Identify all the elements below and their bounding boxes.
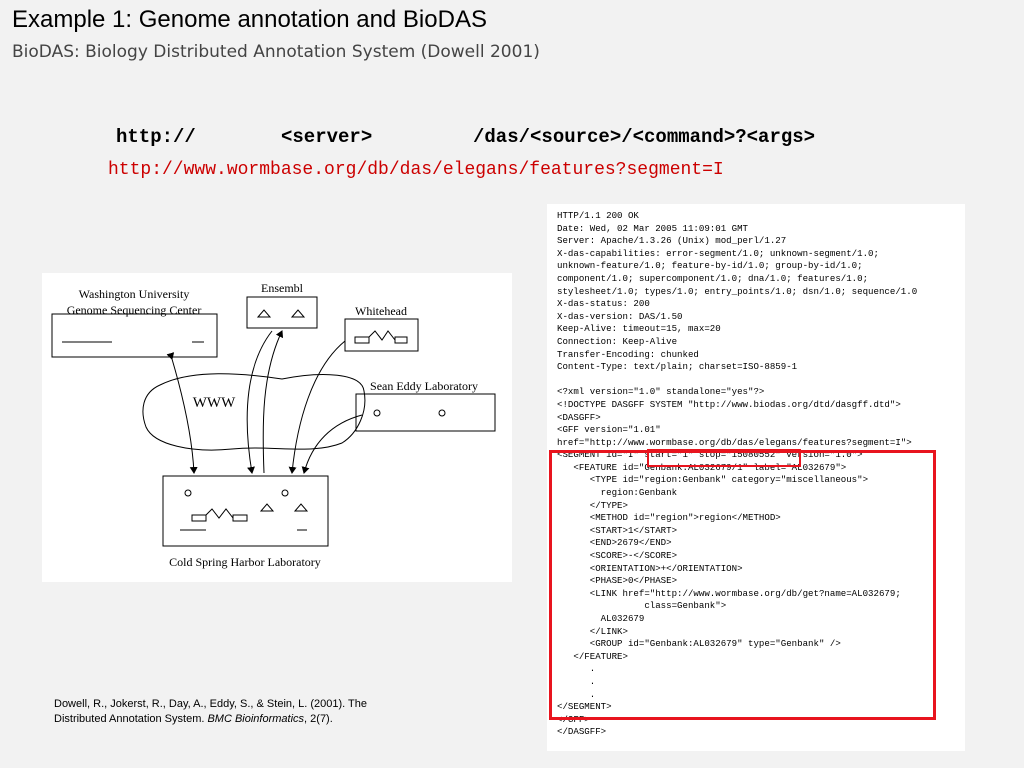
citation-volume: , 2(7). [304, 713, 333, 725]
cold-spring-box [162, 475, 329, 547]
label-sean-eddy: Sean Eddy Laboratory [370, 379, 478, 393]
das-response-text: HTTP/1.1 200 OK Date: Wed, 02 Mar 2005 1… [557, 210, 918, 738]
url-pattern-server: <server> [281, 126, 373, 148]
label-whitehead: Whitehead [355, 304, 407, 318]
segment-highlight-box [549, 450, 936, 720]
label-ensembl: Ensembl [261, 281, 304, 295]
slide-subtitle: BioDAS: Biology Distributed Annotation S… [12, 42, 540, 62]
sean-eddy-box [355, 393, 496, 432]
citation: Dowell, R., Jokerst, R., Day, A., Eddy, … [54, 697, 374, 727]
label-washu-line1: Washington University [79, 287, 190, 301]
das-architecture-diagram: Washington University Genome Sequencing … [42, 273, 512, 582]
example-url: http://www.wormbase.org/db/das/elegans/f… [108, 160, 724, 180]
www-cloud [142, 373, 366, 451]
label-washu-line2: Genome Sequencing Center [67, 303, 202, 317]
url-pattern-scheme: http:// [116, 126, 196, 148]
washu-box [51, 313, 218, 358]
citation-journal: BMC Bioinformatics [207, 713, 305, 725]
das-response-panel: HTTP/1.1 200 OK Date: Wed, 02 Mar 2005 1… [547, 204, 965, 751]
citation-authors: Dowell, R., Jokerst, R., Day, A., Eddy, … [54, 698, 368, 725]
label-cold-spring: Cold Spring Harbor Laboratory [169, 555, 321, 569]
label-www: WWW [193, 395, 236, 411]
url-pattern-path: /das/<source>/<command>?<args> [473, 126, 816, 148]
slide-title: Example 1: Genome annotation and BioDAS [12, 6, 487, 33]
whitehead-box [344, 318, 419, 352]
ensembl-box [246, 296, 318, 329]
